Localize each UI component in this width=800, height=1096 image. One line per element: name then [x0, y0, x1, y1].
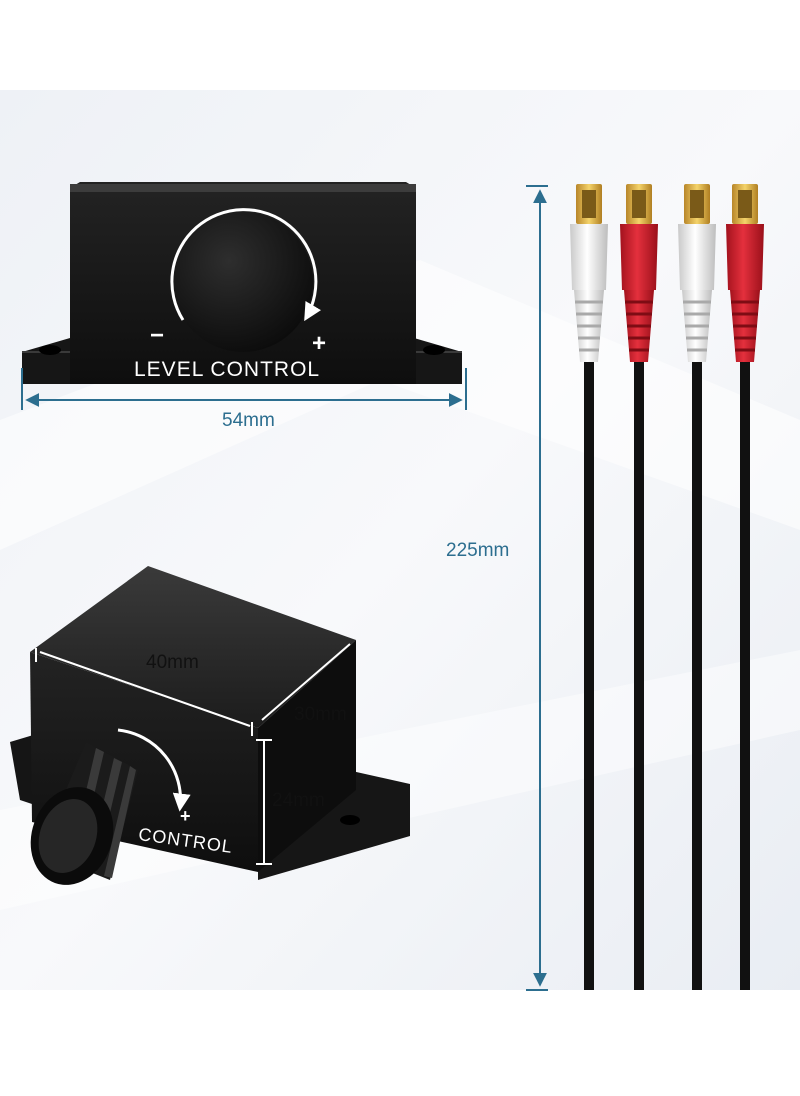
knurled-knob: [30, 742, 138, 885]
mount-hole-right: [423, 345, 445, 355]
front-view-device: [22, 182, 462, 384]
volume-knob: [173, 212, 313, 352]
level-arc: [170, 208, 322, 322]
angled-plus-sign: +: [180, 806, 191, 826]
cable-length-label: 225mm: [446, 540, 510, 561]
plus-sign: +: [312, 330, 327, 357]
angled-dimension-lines: [35, 643, 351, 865]
height-dimension-label: 24mm: [272, 790, 325, 811]
minus-sign: −: [150, 322, 165, 349]
rca-cable-red-2: [726, 184, 764, 990]
width-dimension-label: 54mm: [222, 410, 275, 431]
rca-cable-white-1: [570, 184, 608, 990]
rca-cable-white-2: [678, 184, 716, 990]
depth-dimension-label: 30mm: [294, 704, 347, 725]
angled-view-device: [10, 566, 410, 885]
mount-hole-angled: [340, 815, 360, 825]
level-control-label: LEVEL CONTROL: [134, 358, 321, 381]
width-dimension-line: [21, 368, 467, 410]
cable-length-dimension-line: [526, 185, 548, 991]
mount-hole-left: [39, 345, 61, 355]
length-dimension-label: 40mm: [146, 652, 199, 673]
rca-cable-red-1: [620, 184, 658, 990]
